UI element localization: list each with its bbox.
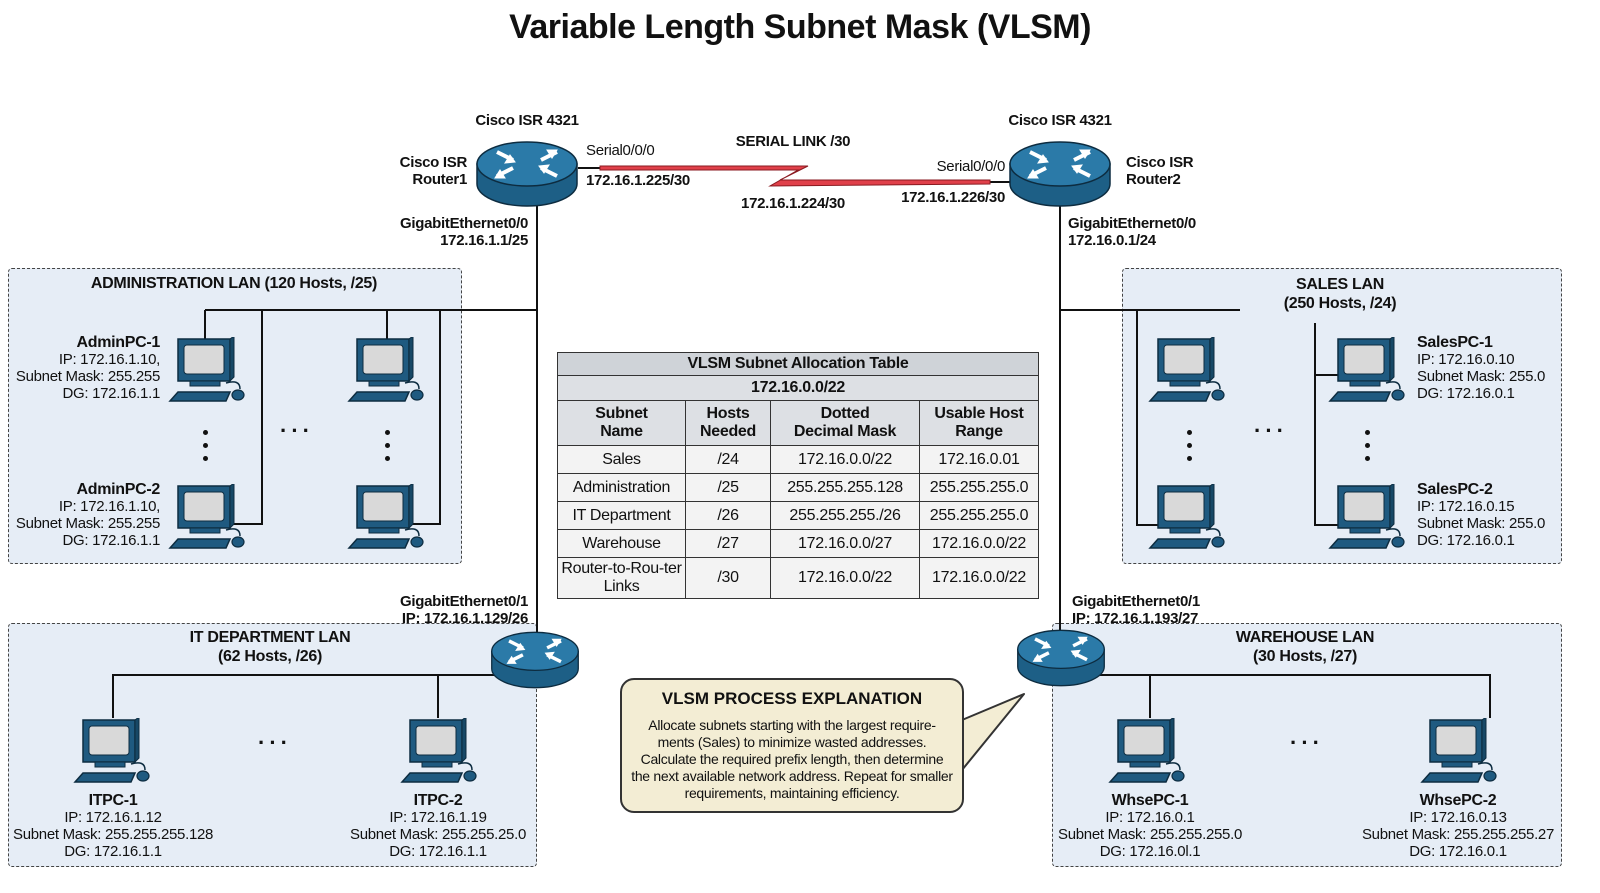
table-cell: 255.255.255./26 [770,501,920,530]
salespc-1-icon[interactable] [1329,336,1405,402]
admin-lan-title: ADMINISTRATION LAN (120 Hosts, /25) [90,275,378,292]
router2-icon[interactable] [1008,140,1112,208]
callout-body: Allocate subnets starting with the large… [631,717,953,801]
vlsm-allocation-table: VLSM Subnet Allocation Table 172.16.0.0/… [557,352,1039,599]
router2-serial-ip: 172.16.1.226/30 [901,189,1005,206]
itpc-2-icon[interactable] [401,717,477,783]
table-cell: 172.16.0.0/22 [919,529,1039,558]
table-title: VLSM Subnet Allocation Table [557,352,1039,376]
sales-lan-title: SALES LAN(250 Hosts, /24) [1240,275,1440,313]
sales-pc-icon[interactable] [1149,483,1225,549]
warehouse-lan-title: WAREHOUSE LAN(30 Hosts, /27) [1235,629,1375,665]
diagram-title: Variable Length Subnet Mask (VLSM) [509,8,1091,46]
table-network: 172.16.0.0/22 [557,375,1039,401]
callout-title: VLSM PROCESS EXPLANATION [661,689,923,708]
more-hosts-indicator [1187,430,1193,469]
itpc-1-icon[interactable] [74,717,150,783]
more-hosts-indicator [203,430,209,469]
it-lan-title: IT DEPARTMENT LAN(62 Hosts, /26) [189,629,351,665]
table-cell: Warehouse [557,529,686,558]
table-cell: 172.16.0.01 [919,445,1039,474]
whsepc-2-icon[interactable] [1421,717,1497,783]
router2-serial-interface: Serial0/0/0 [936,158,1006,175]
table-cell: 172.16.0.0/22 [770,557,920,599]
table-cell: /25 [685,473,771,502]
table-cell: 172.16.0.0/22 [919,557,1039,599]
table-cell: 255.255.255.128 [770,473,920,502]
table-cell: /30 [685,557,771,599]
table-cell: 172.16.0.0/27 [770,529,920,558]
more-hosts-indicator: ··· [1290,730,1324,755]
router1-model: Cisco ISR 4321 [475,112,579,129]
router-it-gateway-icon[interactable] [490,630,580,690]
more-hosts-indicator [1365,430,1371,469]
serial-link-zigzag [599,165,991,187]
table-cell: /27 [685,529,771,558]
callout-pointer [961,693,1025,771]
table-cell: Sales [557,445,686,474]
salespc-2-icon[interactable] [1329,483,1405,549]
adminpc-1-icon[interactable] [169,336,245,402]
admin-pc-icon[interactable] [348,336,424,402]
router2-model: Cisco ISR 4321 [1008,112,1112,129]
more-hosts-indicator: ··· [258,730,292,755]
whsepc-1-icon[interactable] [1109,717,1185,783]
admin-pc-icon[interactable] [348,483,424,549]
router1-serial-interface: Serial0/0/0 [586,142,655,159]
more-hosts-indicator: ··· [1254,418,1288,443]
network-cables [112,167,1491,718]
sales-pc-icon[interactable] [1149,336,1225,402]
adminpc-2-icon[interactable] [169,483,245,549]
table-cell: /24 [685,445,771,474]
table-cell: 255.255.255.0 [919,473,1039,502]
table-cell: Administration [557,473,686,502]
more-hosts-indicator: ··· [280,418,314,443]
table-cell: 172.16.0.0/22 [770,445,920,474]
vlsm-process-callout: VLSM PROCESS EXPLANATION Allocate subnet… [620,678,964,813]
serial-link-network: 172.16.1.224/30 [741,195,845,212]
serial-link-label: SERIAL LINK /30 [735,133,851,150]
more-hosts-indicator [385,430,391,469]
router1-serial-ip: 172.16.1.225/30 [586,172,690,189]
table-cell: IT Department [557,501,686,530]
table-cell: 255.255.255.0 [919,501,1039,530]
router1-icon[interactable] [475,140,579,208]
router-warehouse-gateway-icon[interactable] [1016,628,1106,688]
table-cell: Router-to-Rou-ter Links [557,557,686,599]
table-cell: /26 [685,501,771,530]
